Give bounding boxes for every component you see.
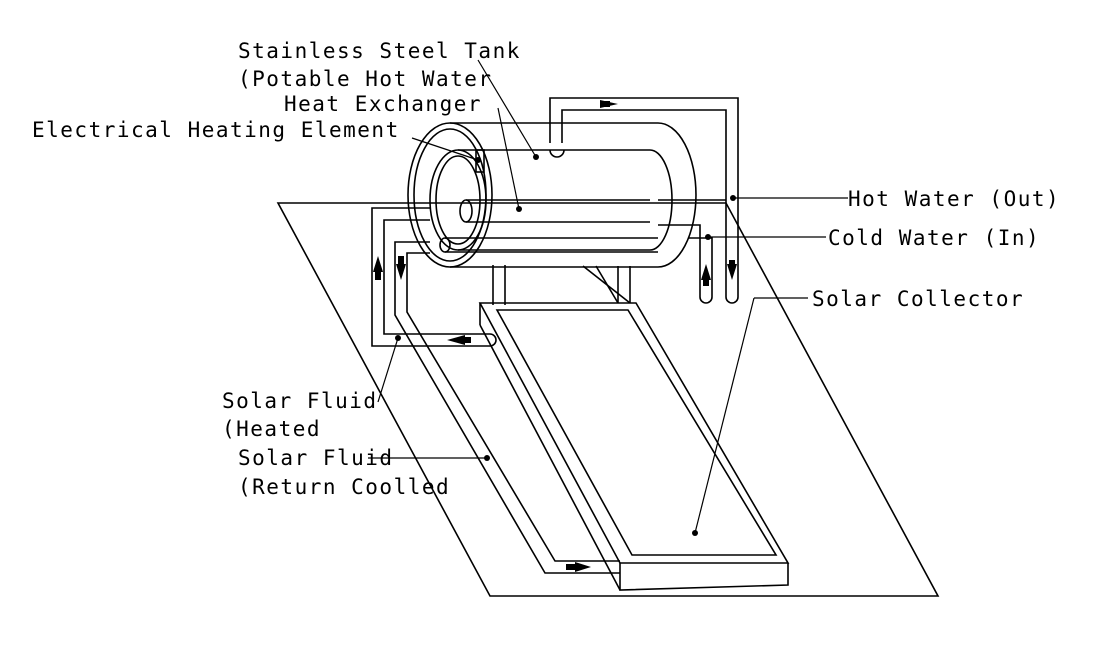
- label-stainless-steel-tank: Stainless Steel Tank: [238, 39, 521, 63]
- storage-tank: [407, 122, 697, 268]
- tank-support-frame: [492, 265, 631, 305]
- label-solar-fluid-return-2: (Return Coolled: [238, 475, 450, 499]
- flow-arrows: [373, 100, 737, 572]
- label-heat-exchanger: Heat Exchanger: [284, 92, 482, 116]
- arrow-heated-up: [373, 256, 383, 272]
- label-solar-collector: Solar Collector: [812, 287, 1024, 311]
- label-hot-water-out: Hot Water (Out): [848, 187, 1060, 211]
- label-solar-fluid-return-1: Solar Fluid: [238, 446, 394, 470]
- label-solar-fluid-heated-2: (Heated: [222, 417, 321, 441]
- label-solar-fluid-heated-1: Solar Fluid: [222, 389, 378, 413]
- cold-water-pipe: [658, 224, 713, 304]
- solar-fluid-loop: [371, 207, 620, 574]
- label-potable-hot-water: (Potable Hot Water: [238, 67, 493, 91]
- leader-lines: [368, 59, 848, 536]
- label-cold-water-in: Cold Water (In): [828, 226, 1040, 250]
- arrow-cooled-down: [396, 264, 406, 280]
- label-electrical-heating-element: Electrical Heating Element: [32, 118, 400, 142]
- roof-plane: [276, 202, 940, 597]
- arrow-return-left: [447, 335, 465, 345]
- arrow-cold-up: [701, 264, 711, 280]
- solar-collector-panel: [478, 302, 790, 591]
- arrow-hot-down: [727, 264, 737, 280]
- arrow-collector-right: [575, 562, 591, 572]
